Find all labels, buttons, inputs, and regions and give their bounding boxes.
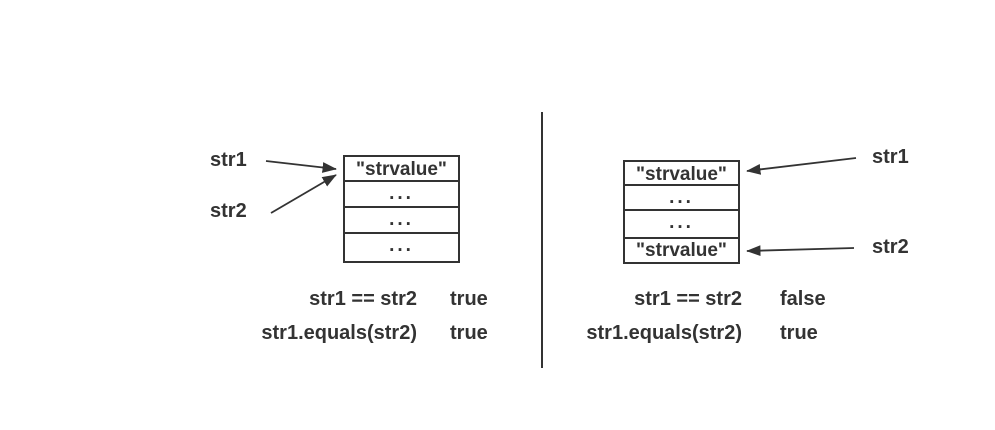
right-pointer-label-str1: str1 [872,146,909,168]
right-results: str1 == str2 false str1.equals(str2) tru… [548,288,900,356]
result-row: str1 == str2 true [240,288,570,311]
result-row: str1.equals(str2) true [548,322,900,345]
memory-cell-strvalue: "strvalue" [356,159,447,180]
result-row: str1.equals(str2) true [240,322,570,345]
left-memory-box: "strvalue" ... ... ... [343,155,460,263]
result-row: str1 == str2 false [548,288,900,311]
result-value: true [450,288,488,310]
panel-divider [541,112,543,368]
left-pointer-label-str2: str2 [210,200,247,222]
memory-cell-ellipsis: ... [345,232,458,258]
result-value: true [450,322,488,344]
left-pointer-label-str1: str1 [210,149,247,171]
memory-cell-strvalue: "strvalue" [625,237,738,262]
result-expression: str1 == str2 [309,288,417,310]
left-results: str1 == str2 true str1.equals(str2) true [240,288,570,356]
right-pointer-label-str2: str2 [872,236,909,258]
memory-cell-ellipsis: ... [625,209,738,234]
result-expression: str1.equals(str2) [586,322,742,344]
right-memory-box: "strvalue" ... ... "strvalue" [623,160,740,264]
memory-cell-ellipsis: ... [345,180,458,206]
result-value: false [780,288,826,310]
memory-cell-ellipsis: ... [345,206,458,232]
result-expression: str1.equals(str2) [261,322,417,344]
memory-cell-strvalue: "strvalue" [636,163,727,185]
result-value: true [780,322,818,344]
memory-cell-ellipsis: ... [625,184,738,209]
result-expression: str1 == str2 [634,288,742,310]
